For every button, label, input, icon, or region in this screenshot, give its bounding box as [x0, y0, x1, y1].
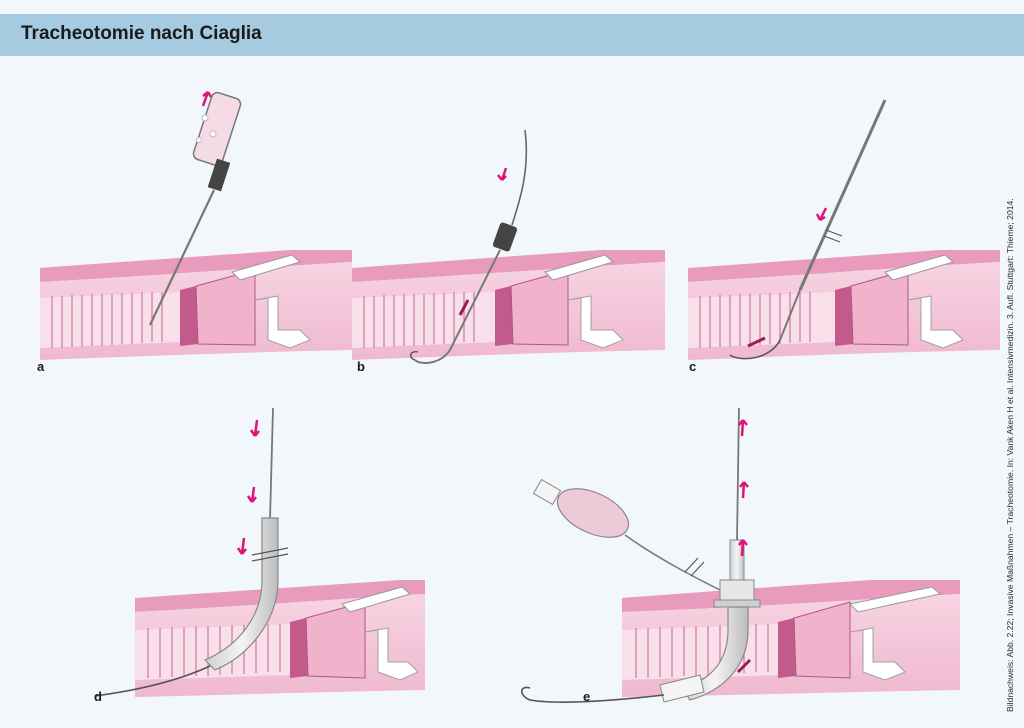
panel-label-c: c — [689, 359, 696, 374]
arrow-down-icon — [251, 420, 259, 436]
panel-e-illustration — [522, 408, 960, 702]
panel-c-illustration — [688, 100, 1000, 360]
panel-label-a: a — [37, 359, 44, 374]
cricoid-cartilage — [180, 286, 198, 346]
image-credit: Bildnachweis: Abb. 2.22; Invasive Maßnah… — [1005, 32, 1015, 712]
cuff-pilot-balloon — [533, 479, 720, 590]
arrow-down-icon — [498, 168, 506, 180]
arrow-down-icon — [248, 487, 256, 502]
arrow-down-icon — [817, 208, 826, 220]
arrow-up-icon — [740, 482, 748, 498]
panel-b-illustration — [352, 130, 665, 363]
panel-d-illustration — [95, 408, 425, 697]
arrow-up-icon — [739, 420, 747, 436]
panel-a-illustration — [40, 91, 352, 360]
panel-label-e: e — [583, 689, 590, 704]
tracheal-lumen — [40, 292, 180, 348]
panel-label-b: b — [357, 359, 365, 374]
arrow-down-icon — [238, 538, 246, 554]
panel-label-d: d — [94, 689, 102, 704]
